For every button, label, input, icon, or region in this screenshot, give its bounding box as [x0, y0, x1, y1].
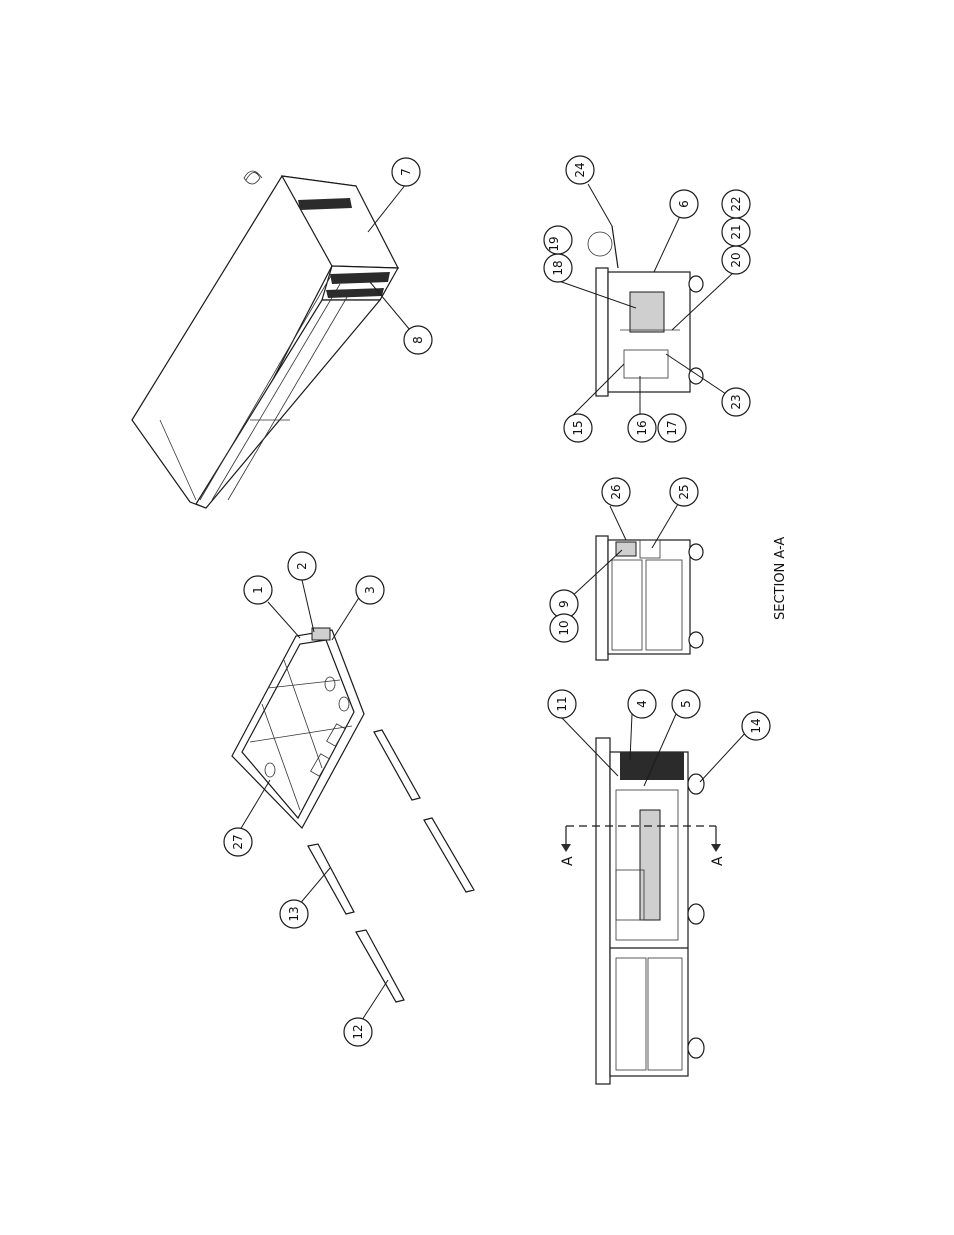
- callout-4: 4: [628, 690, 656, 718]
- callout-21: 21: [722, 218, 750, 246]
- callout-11: 11: [548, 690, 576, 718]
- svg-text:14: 14: [749, 718, 763, 733]
- callout-19: 19: [544, 226, 572, 254]
- section-mark-left: A: [560, 856, 576, 866]
- end-view-electrical: [588, 226, 703, 396]
- callout-22: 22: [722, 190, 750, 218]
- svg-text:24: 24: [573, 162, 587, 177]
- svg-text:9: 9: [557, 600, 571, 608]
- svg-text:15: 15: [571, 420, 585, 435]
- svg-text:3: 3: [363, 586, 377, 594]
- svg-text:18: 18: [551, 260, 565, 275]
- svg-text:8: 8: [411, 336, 425, 344]
- callout-7: 7: [392, 158, 420, 186]
- callout-14: 14: [742, 712, 770, 740]
- callout-25: 25: [670, 478, 698, 506]
- section-a-a-view: SECTION A-A: [596, 536, 788, 660]
- svg-text:23: 23: [729, 394, 743, 409]
- svg-text:27: 27: [231, 834, 245, 849]
- callout-13: 13: [280, 900, 308, 928]
- callout-12: 12: [344, 1018, 372, 1046]
- svg-text:6: 6: [677, 200, 691, 208]
- svg-text:12: 12: [351, 1024, 365, 1039]
- callout-24: 24: [566, 156, 594, 184]
- svg-text:2: 2: [295, 562, 309, 570]
- svg-text:10: 10: [557, 620, 571, 635]
- callout-2: 2: [288, 552, 316, 580]
- callout-6: 6: [670, 190, 698, 218]
- callout-15: 15: [564, 414, 592, 442]
- cabinet-isometric-view: [132, 171, 398, 508]
- callout-16: 16: [628, 414, 656, 442]
- callout-8: 8: [404, 326, 432, 354]
- callout-20: 20: [722, 246, 750, 274]
- callout-10: 10: [550, 614, 578, 642]
- callout-18: 18: [544, 254, 572, 282]
- svg-text:13: 13: [287, 906, 301, 921]
- svg-text:22: 22: [729, 196, 743, 211]
- section-mark-right: A: [710, 856, 726, 866]
- callout-23: 23: [722, 388, 750, 416]
- svg-text:7: 7: [399, 168, 413, 176]
- svg-text:5: 5: [679, 700, 693, 708]
- callout-17: 17: [658, 414, 686, 442]
- svg-text:21: 21: [729, 224, 743, 239]
- svg-text:16: 16: [635, 420, 649, 435]
- svg-text:19: 19: [547, 236, 561, 251]
- callout-26: 26: [602, 478, 630, 506]
- svg-text:20: 20: [729, 252, 743, 267]
- svg-text:4: 4: [635, 700, 649, 708]
- callout-1: 1: [244, 576, 272, 604]
- callout-5: 5: [672, 690, 700, 718]
- callout-3: 3: [356, 576, 384, 604]
- svg-text:1: 1: [251, 586, 265, 594]
- section-label: SECTION A-A: [773, 537, 788, 620]
- svg-text:11: 11: [555, 696, 569, 711]
- svg-text:17: 17: [665, 420, 679, 435]
- svg-text:25: 25: [677, 484, 691, 499]
- base-frame-exploded-view: [232, 628, 474, 1002]
- callout-27: 27: [224, 828, 252, 856]
- svg-text:26: 26: [609, 484, 623, 499]
- front-elevation-view: A A: [560, 738, 726, 1084]
